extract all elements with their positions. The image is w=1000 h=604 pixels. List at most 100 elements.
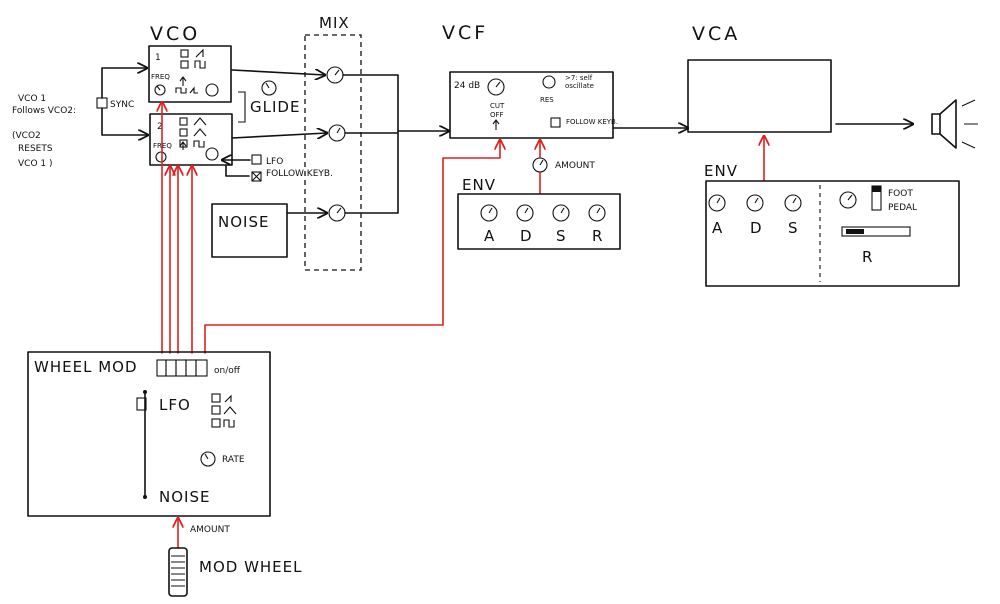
saw-wave-icon — [224, 394, 232, 403]
vcf-res-knob[interactable] — [542, 75, 556, 89]
vcf-env-knob-r[interactable] — [588, 204, 606, 222]
mod-wheel[interactable] — [168, 547, 188, 597]
mod-wheel-amount-label: AMOUNT — [190, 525, 230, 535]
vco-lfo-checkbox[interactable] — [251, 154, 262, 165]
vco1-number: 1 — [155, 53, 161, 63]
vco1-wave-square-switch[interactable] — [180, 60, 189, 69]
vca-env-knob-s[interactable] — [784, 194, 802, 212]
lfo-wave-triangle-switch[interactable] — [211, 405, 221, 415]
release-slider[interactable] — [841, 226, 911, 237]
vcf-amount-label: AMOUNT — [555, 161, 595, 171]
up-arrow-icon — [179, 76, 187, 86]
lfo-rate-knob[interactable] — [200, 451, 216, 467]
mix-bus — [342, 74, 399, 214]
self-osc-note-line2: oscillate — [565, 82, 594, 90]
vcf-env-knob-d[interactable] — [516, 204, 534, 222]
source-slider-handle[interactable] — [136, 397, 147, 411]
vca-panel — [687, 59, 832, 133]
foot-pedal-label-line1: FOOT — [888, 189, 913, 199]
vcf-panel — [449, 71, 614, 139]
vco1-to-mix — [231, 70, 325, 75]
vcf-env-title: ENV — [462, 176, 496, 194]
vco-follow-keyb-label: FOLLOW KEYB. — [266, 169, 333, 179]
glide-knob[interactable] — [261, 80, 277, 96]
sync-arrow-to-vco2 — [101, 107, 148, 135]
sync-arrow-to-vco1 — [101, 68, 147, 99]
wheel-mod-title: WHEEL MOD — [34, 358, 138, 376]
cutoff-label-line1: CUT — [490, 102, 505, 110]
res-label: RES — [540, 96, 554, 104]
vca-title: VCA — [692, 23, 740, 45]
square-wave-icon — [194, 60, 206, 69]
triangle-wave-icon — [193, 117, 207, 126]
vco2-wave-square-switch[interactable] — [179, 117, 188, 126]
vcf-env-knob-a[interactable] — [480, 204, 498, 222]
vco-follow-keyb-checkbox[interactable] — [251, 171, 262, 182]
vca-env-knob-a[interactable] — [708, 194, 726, 212]
up-arrow-icon — [492, 119, 500, 130]
vcf-env-amount-knob[interactable] — [532, 157, 548, 173]
vco2-freq-knob[interactable] — [155, 151, 167, 163]
vco1-wave-saw-switch[interactable] — [180, 49, 189, 58]
reset-note-line3: VCO 1 ) — [18, 159, 52, 169]
pulse-wave-icon — [175, 86, 198, 94]
sync-note-line1: VCO 1 — [18, 94, 46, 104]
glide-bracket — [238, 91, 246, 123]
vca-env-title: ENV — [704, 162, 738, 180]
reset-note-line2: RESETS — [18, 144, 53, 154]
mixer-section — [304, 34, 362, 271]
noise-source — [211, 203, 288, 258]
vcf-envelope-panel — [457, 193, 621, 250]
vco2-wave-saw-switch[interactable] — [179, 128, 188, 137]
sync-label: SYNC — [110, 100, 134, 110]
vca-env-label-a: A — [712, 219, 723, 237]
vco2-number: 2 — [157, 122, 163, 132]
dest-switch-vcf[interactable] — [195, 359, 208, 377]
mix-title: MIX — [319, 14, 350, 32]
square-wave-icon — [193, 140, 205, 148]
wheel-mod-routes — [162, 102, 500, 354]
vca-env-label-s: S — [788, 219, 799, 237]
lfo-wave-square-switch[interactable] — [211, 393, 221, 403]
vco1-panel: 1 FREQ — [148, 45, 232, 103]
mod-wheel-label: MOD WHEEL — [199, 558, 303, 576]
vcf-title: VCF — [442, 22, 488, 44]
vco-lfo-label: LFO — [266, 157, 283, 167]
vco2-to-mix — [231, 133, 327, 138]
vcf-follow-keyb-label: FOLLOW KEYB. — [566, 118, 618, 126]
cutoff-label-line2: OFF — [490, 111, 504, 119]
vco1-freq-knob[interactable] — [154, 84, 166, 96]
triangle-wave-icon — [193, 128, 207, 137]
vco1-level-knob[interactable] — [205, 83, 219, 97]
vco-title: VCO — [150, 23, 200, 45]
wheel-noise-label: NOISE — [159, 488, 210, 506]
wheel-mod-panel — [27, 351, 271, 517]
sync-checkbox[interactable] — [96, 97, 108, 109]
vco2-level-knob[interactable] — [205, 147, 219, 161]
wheel-mod-on-off-label: on/off — [214, 366, 241, 376]
dest-switch-pw2[interactable] — [185, 359, 197, 377]
vco1-freq-label: FREQ — [151, 73, 170, 81]
noise-label: NOISE — [218, 213, 269, 231]
dest-switch-vco2[interactable] — [165, 359, 177, 377]
follow-keyb-arrow — [225, 165, 250, 177]
wheel-lfo-label: LFO — [159, 396, 191, 414]
lfo-rate-label: RATE — [222, 455, 245, 465]
vca-release-knob[interactable] — [839, 191, 857, 209]
vcf-cutoff-knob[interactable] — [487, 78, 505, 96]
vca-envelope-panel — [705, 180, 960, 287]
vca-env-knob-d[interactable] — [746, 194, 764, 212]
vcf-env-knob-s[interactable] — [552, 204, 570, 222]
dest-switch-vco1[interactable] — [156, 359, 167, 377]
vcf-follow-keyb-checkbox[interactable] — [550, 117, 561, 128]
wheel-mod-destination-switches — [156, 359, 208, 377]
glide-label: GLIDE — [250, 98, 300, 116]
vca-env-label-d: D — [750, 219, 763, 237]
vcf-env-label-r: R — [592, 227, 603, 245]
lfo-wave-pulse-switch[interactable] — [211, 418, 221, 428]
release-slider-handle[interactable] — [846, 229, 864, 234]
reset-note-line1: (VCO2 — [12, 131, 41, 141]
foot-pedal-label-line2: PEDAL — [888, 203, 917, 213]
dest-switch-pw[interactable] — [175, 359, 187, 377]
